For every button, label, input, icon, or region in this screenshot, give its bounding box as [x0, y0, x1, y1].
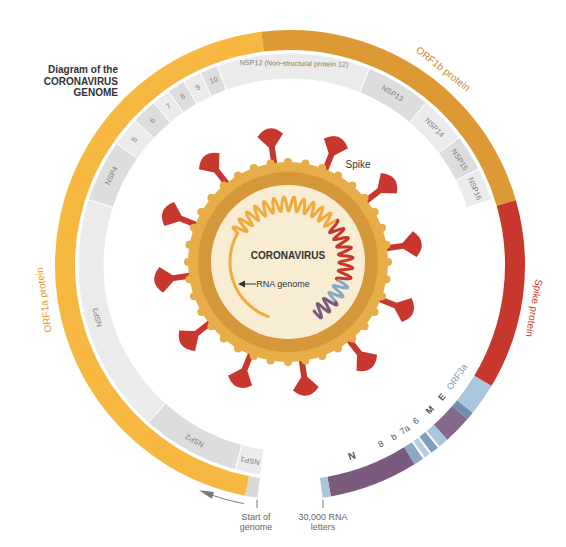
envelope-bump	[220, 335, 228, 343]
envelope-bump	[334, 345, 342, 353]
virus-interior	[211, 185, 365, 339]
envelope-bump	[186, 241, 194, 249]
protein-band: 7a	[398, 423, 412, 437]
ring-segment	[320, 477, 331, 498]
start-tick	[257, 500, 258, 508]
virus-body: CORONAVIRUS	[251, 250, 325, 262]
envelope-bump	[267, 160, 275, 168]
protein-ring	[55, 30, 525, 498]
envelope-bump	[190, 224, 198, 232]
protein-band: ORF1a protein	[34, 266, 55, 333]
envelope-bump	[301, 356, 309, 364]
part-label: RNA genome	[256, 279, 310, 289]
envelope-bump	[371, 208, 379, 216]
rna-strand	[314, 298, 337, 317]
segment-name: 7a	[398, 423, 412, 437]
envelope-bump	[361, 322, 369, 330]
nsp-segment-shape	[217, 53, 369, 93]
envelope-bump	[250, 352, 258, 360]
end-tick	[322, 500, 323, 508]
envelope-bump	[334, 171, 342, 179]
segment-name: N	[347, 450, 357, 463]
protein-band: 8	[377, 438, 386, 449]
envelope-bump	[284, 358, 292, 366]
envelope-bump	[207, 194, 215, 202]
segment-name: M	[423, 403, 436, 416]
protein-band: N	[347, 450, 357, 463]
envelope-bump	[267, 356, 275, 364]
ring-segment	[327, 447, 414, 496]
protein-band: ORF3a	[444, 362, 469, 392]
nsp-segment-shape	[148, 403, 242, 470]
envelope-bump	[250, 164, 258, 172]
ring-segment	[474, 200, 525, 386]
direction-arrowhead	[199, 490, 214, 498]
rna-strand	[329, 280, 348, 302]
envelope-bump	[384, 258, 392, 266]
envelope-bump	[197, 208, 205, 216]
diagram-title: Diagram of the CORONAVIRUS GENOME	[28, 64, 118, 99]
envelope-bump	[382, 241, 390, 249]
note-label: 30,000 RNA letters	[292, 512, 354, 533]
envelope-bump	[371, 308, 379, 316]
envelope-bump	[318, 164, 326, 172]
nsp-segment-shape	[456, 169, 492, 208]
protein-band: b	[389, 432, 399, 443]
protein-band: 6	[411, 416, 421, 427]
virus-illustration	[153, 127, 424, 398]
segment-name: Spike protein	[523, 278, 544, 337]
envelope-bump	[284, 158, 292, 166]
protein-band: Spike protein	[523, 278, 544, 337]
nsp-band	[78, 53, 492, 475]
envelope-bump	[184, 258, 192, 266]
rna-strand	[330, 220, 353, 280]
segment-name: 6	[411, 416, 421, 427]
nsp-segment-shape	[78, 199, 166, 422]
envelope-bump	[234, 171, 242, 179]
segment-name: ORF1a protein	[34, 266, 55, 333]
pointer-head	[238, 281, 245, 288]
envelope-bump	[318, 352, 326, 360]
part-label: Spike	[345, 159, 370, 171]
rna-strand	[230, 197, 338, 316]
envelope-bump	[190, 292, 198, 300]
segment-name: b	[389, 432, 399, 443]
virus-envelope	[188, 162, 388, 362]
protein-band: E	[436, 391, 448, 402]
protein-band: M	[423, 403, 436, 416]
envelope-bump	[378, 224, 386, 232]
envelope-bump	[348, 181, 356, 189]
envelope-bump	[382, 275, 390, 283]
segment-name: E	[436, 391, 448, 402]
virus-membrane	[198, 172, 378, 352]
envelope-bump	[301, 160, 309, 168]
segment-name: 8	[377, 438, 386, 449]
note-label: Start of genome	[228, 512, 284, 533]
envelope-bump	[197, 308, 205, 316]
envelope-bump	[220, 181, 228, 189]
envelope-bump	[361, 194, 369, 202]
envelope-bump	[207, 322, 215, 330]
segment-name: CORONAVIRUS	[251, 250, 325, 262]
envelope-bump	[234, 345, 242, 353]
segment-name: ORF3a	[444, 362, 469, 392]
envelope-bump	[378, 292, 386, 300]
envelope-bump	[186, 275, 194, 283]
envelope-bump	[348, 335, 356, 343]
